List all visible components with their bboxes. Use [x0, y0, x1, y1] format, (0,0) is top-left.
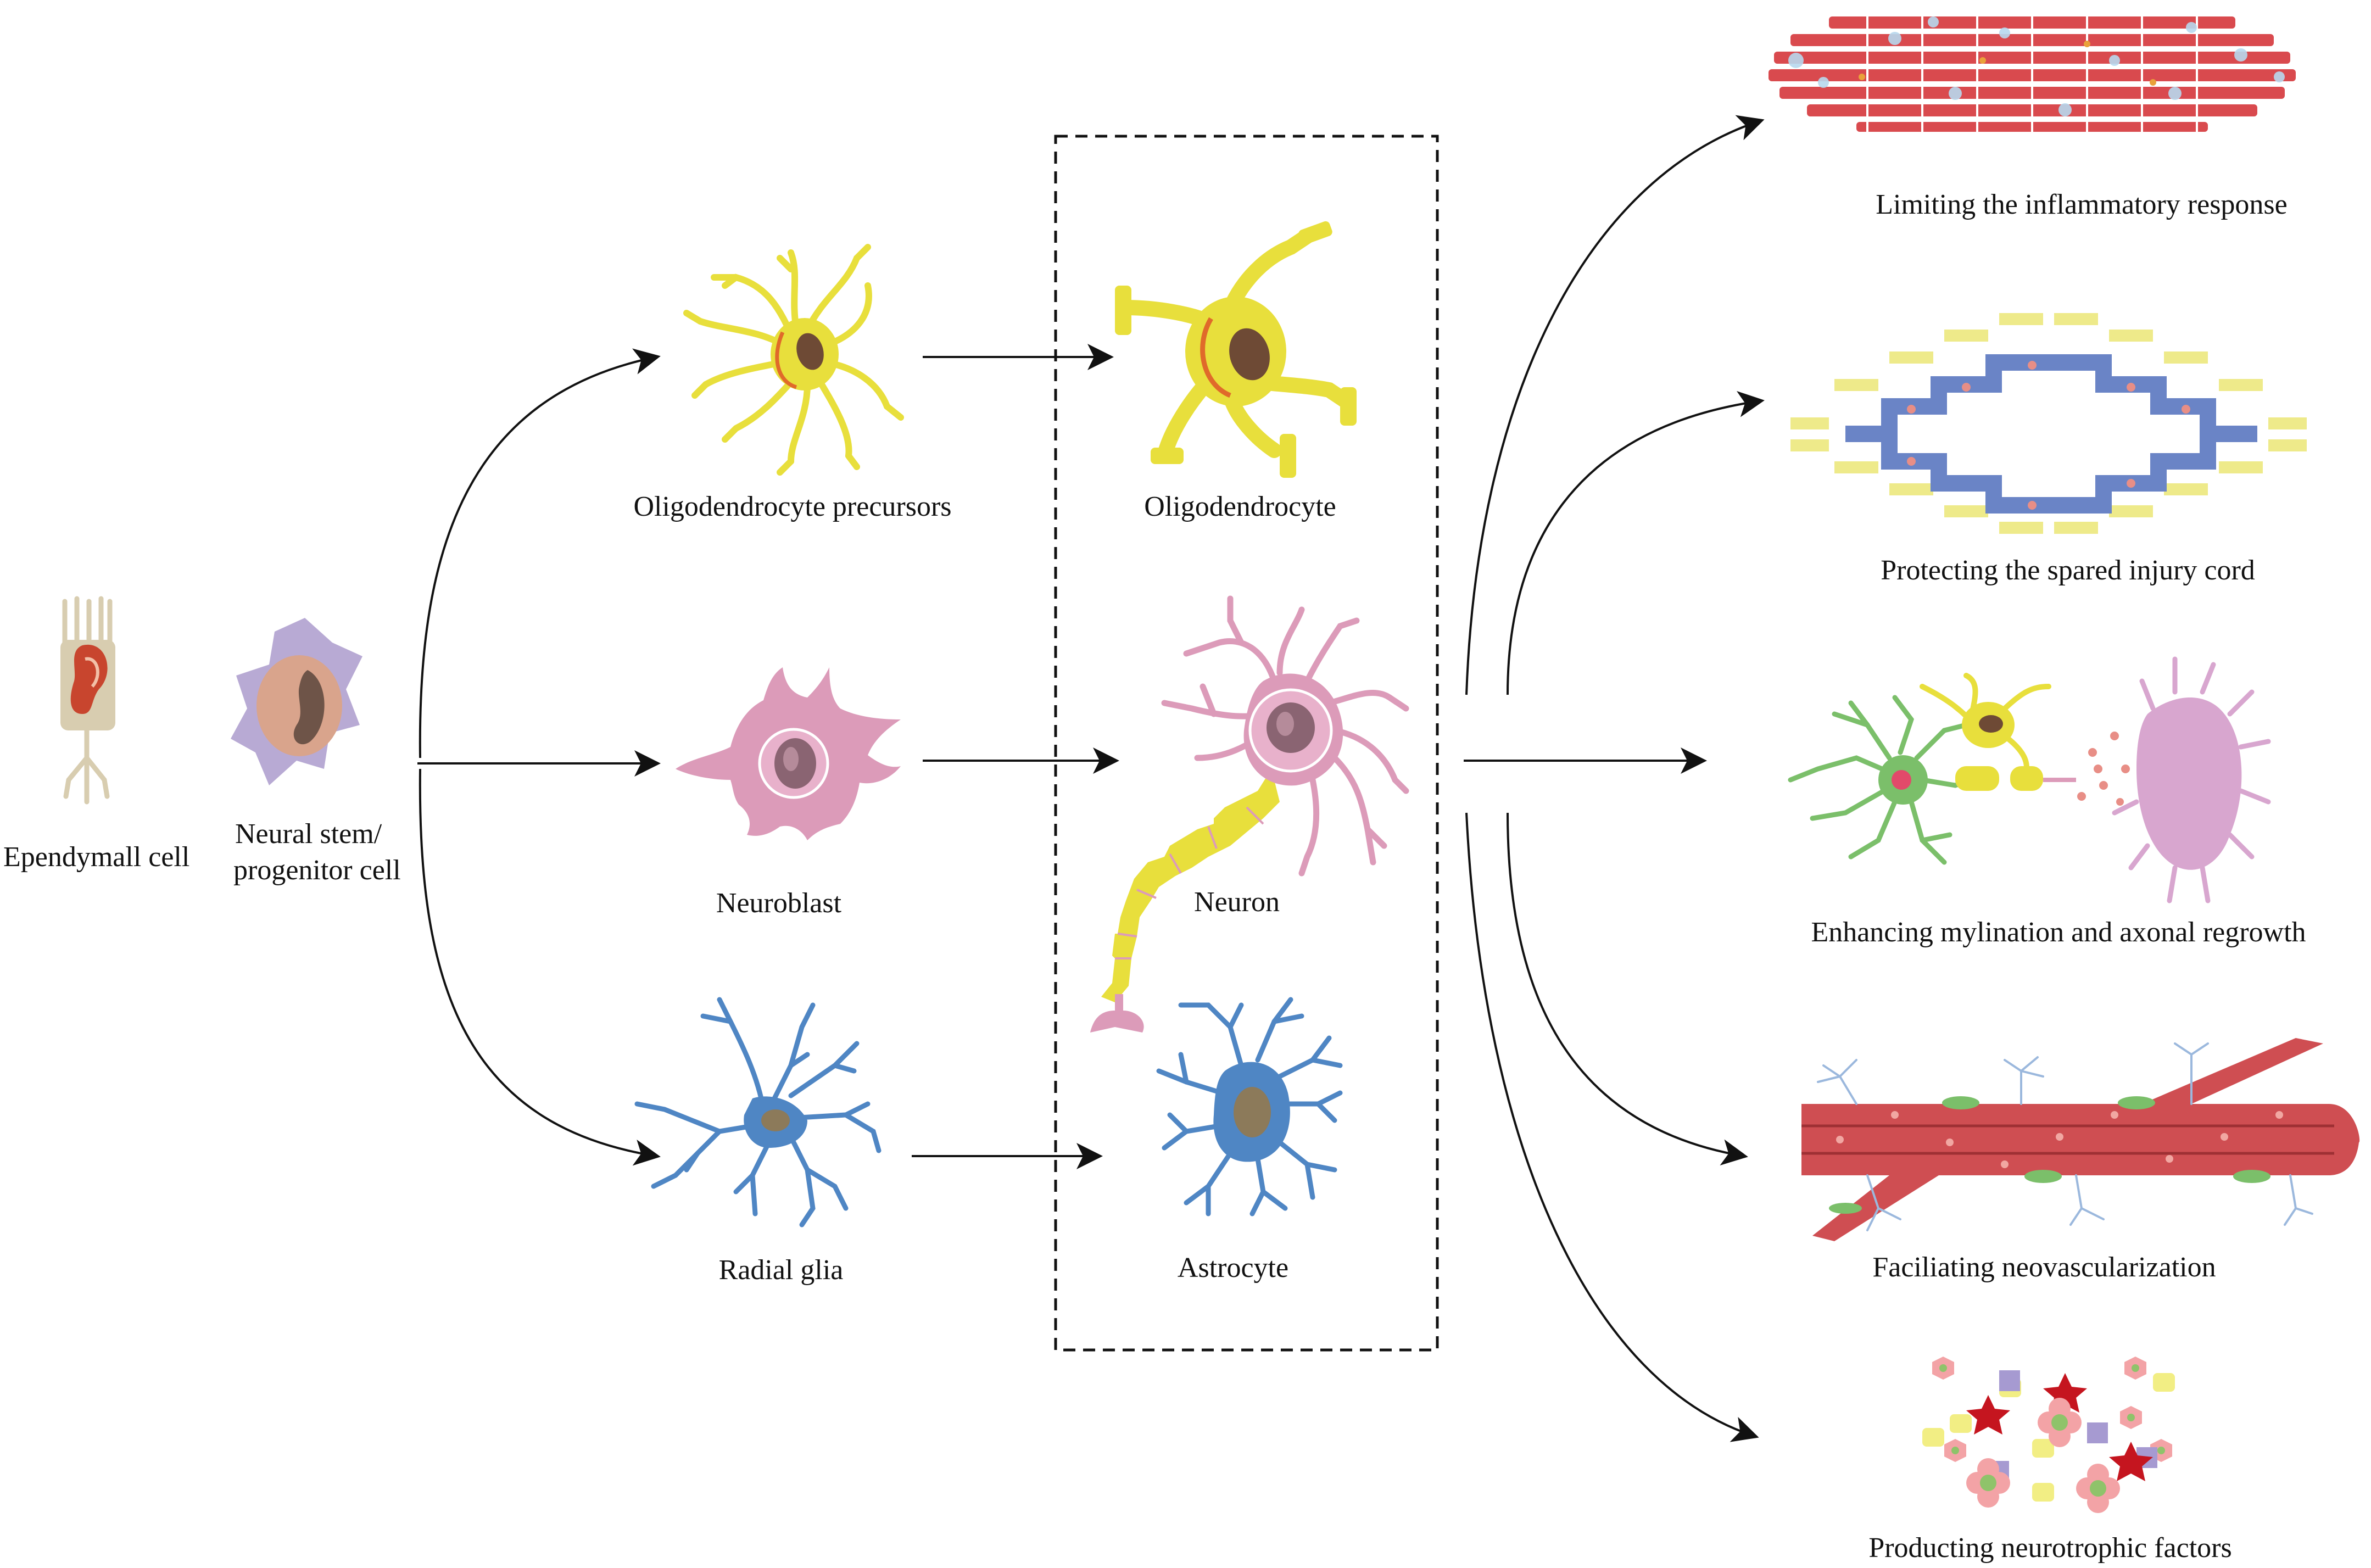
effect-label-myelination: Enhancing mylination and axonal regrowth: [1811, 917, 2306, 948]
effect-arrows: [1464, 115, 1765, 1442]
effect-label-inflammation: Limiting the inflammatory response: [1876, 189, 2288, 220]
opc-cell: [683, 244, 904, 476]
neuroblast-cell: [676, 667, 901, 840]
radial-glia-label: Radial glia: [718, 1254, 844, 1286]
arrow-to-neurotrophic: [1465, 812, 1759, 1442]
neural-stem-cell-label-line2: progenitor cell: [233, 855, 401, 886]
arrow-to-radial-glia: [419, 768, 661, 1166]
neural-stem-cell: [231, 618, 362, 785]
neural-stem-cell-label-line1: Neural stem/: [235, 818, 382, 850]
oligodendrocyte-label: Oligodendrocyte: [1144, 491, 1336, 522]
opc-label: Oligodendrocyte precursors: [633, 491, 952, 522]
astrocyte-cell: [1156, 997, 1343, 1217]
radial-glia-cell: [634, 997, 882, 1227]
lineage-arrows: [417, 344, 1119, 1169]
inflammation-illustration: [1769, 16, 2296, 132]
arrow-to-spared-cord: [1507, 391, 1765, 695]
effect-label-neurotrophic: Producting neurotrophic factors: [1868, 1532, 2232, 1564]
neovascularization-illustration: [1801, 1038, 2360, 1241]
mature-cells-box: [1054, 135, 1439, 1352]
effect-label-spared-cord: Protecting the spared injury cord: [1881, 555, 2255, 586]
neurotrophic-illustration: [1922, 1357, 2175, 1513]
astrocyte-label: Astrocyte: [1177, 1252, 1289, 1284]
arrow-to-neovascularization: [1507, 812, 1748, 1165]
ependymal-cell: [60, 596, 115, 805]
myelination-illustration: [1788, 656, 2271, 903]
effect-label-neovascularization: Faciliating neovascularization: [1872, 1252, 2216, 1283]
neuron-cell: [1090, 595, 1409, 1033]
oligodendrocyte-cell: [1115, 221, 1357, 478]
neuron-label: Neuron: [1194, 886, 1280, 918]
arrow-to-opc: [419, 348, 661, 758]
arrow-to-inflammation: [1465, 115, 1765, 695]
ependymal-cell-label: Ependymall cell: [3, 841, 190, 873]
neuroblast-label: Neuroblast: [716, 888, 842, 919]
spared-cord-illustration: [1790, 313, 2307, 534]
